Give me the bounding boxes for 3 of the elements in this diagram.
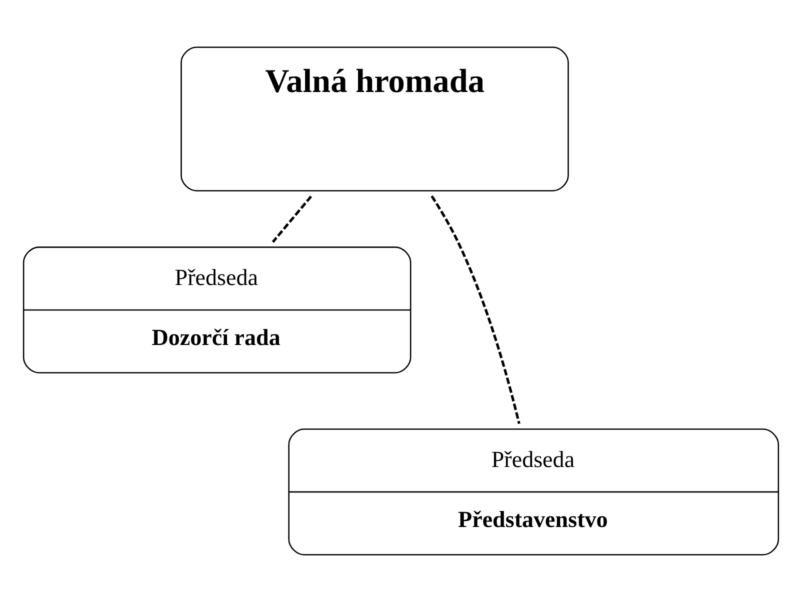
connector — [272, 195, 312, 242]
connector — [430, 194, 520, 424]
node-box: Valná hromada — [180, 46, 569, 191]
